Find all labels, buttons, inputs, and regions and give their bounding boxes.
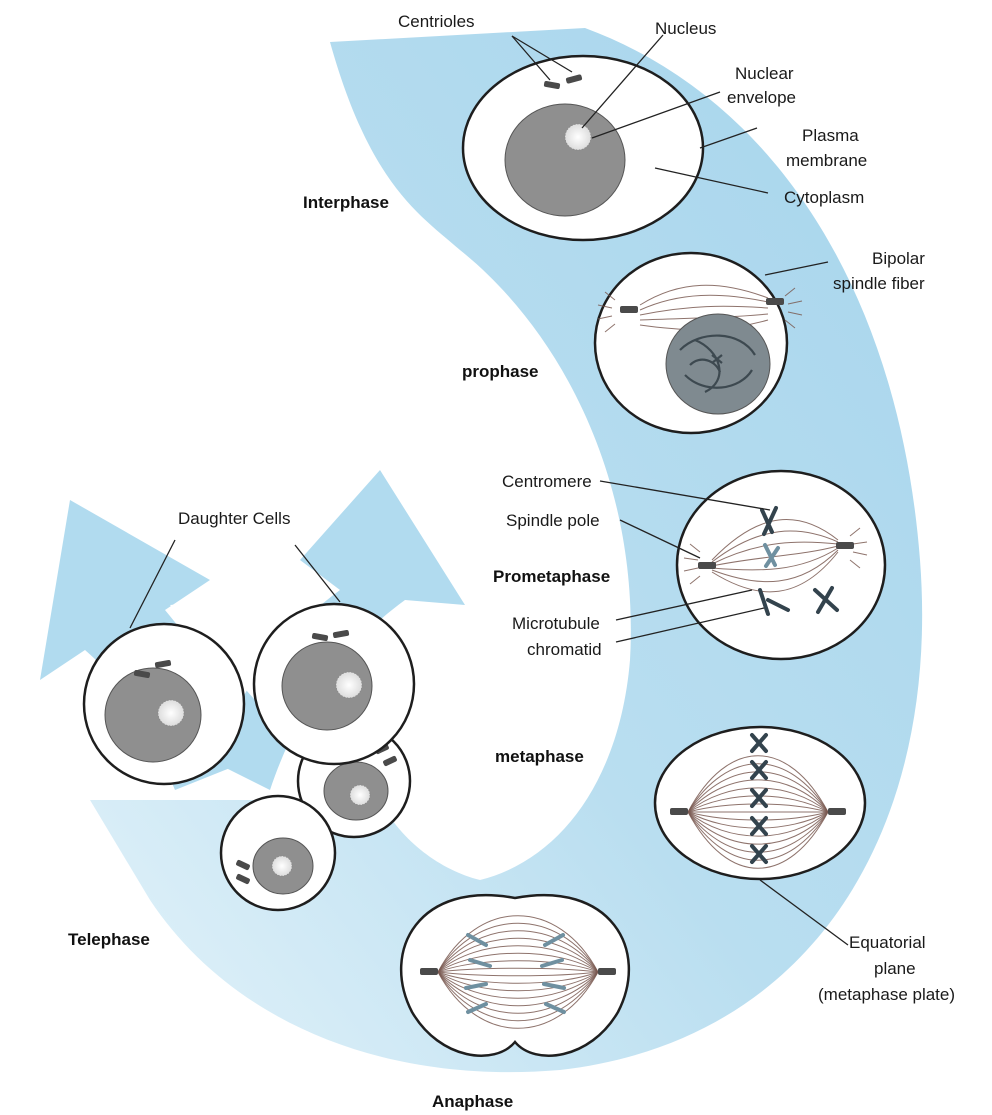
- daughter-cell-right: [254, 604, 414, 764]
- label-daughter-cells: Daughter Cells: [178, 509, 290, 528]
- label-nuclear-envelope-1: Nuclear: [735, 64, 794, 83]
- phase-label-anaphase: Anaphase: [432, 1092, 513, 1111]
- label-microtubule: Microtubule: [512, 614, 600, 633]
- label-plasma-membrane-2: membrane: [786, 151, 867, 170]
- label-equatorial-plane-3: (metaphase plate): [818, 985, 955, 1004]
- phase-label-interphase: Interphase: [303, 193, 389, 212]
- label-centromere: Centromere: [502, 472, 592, 491]
- phase-label-metaphase: metaphase: [495, 747, 584, 766]
- label-bipolar-spindle-2: spindle fiber: [833, 274, 925, 293]
- label-chromatid: chromatid: [527, 640, 602, 659]
- interphase-cell: [463, 56, 703, 240]
- label-plasma-membrane-1: Plasma: [802, 126, 859, 145]
- interphase-nucleus: [505, 104, 625, 216]
- daughter-cell-left: [84, 624, 244, 784]
- label-spindle-pole: Spindle pole: [506, 511, 600, 530]
- anaphase-cell: [401, 895, 629, 1056]
- label-equatorial-plane-2: plane: [874, 959, 916, 978]
- label-cytoplasm: Cytoplasm: [784, 188, 864, 207]
- phase-label-prophase: prophase: [462, 362, 539, 381]
- label-nuclear-envelope-2: envelope: [727, 88, 796, 107]
- label-nucleus: Nucleus: [655, 19, 716, 38]
- interphase-nucleolus: [565, 124, 591, 150]
- label-centrioles: Centrioles: [398, 12, 475, 31]
- metaphase-cell: [655, 727, 865, 879]
- phase-label-prometaphase: Prometaphase: [493, 567, 610, 586]
- label-equatorial-plane-1: Equatorial: [849, 933, 926, 952]
- phase-label-telephase: Telephase: [68, 930, 150, 949]
- label-bipolar-spindle-1: Bipolar: [872, 249, 925, 268]
